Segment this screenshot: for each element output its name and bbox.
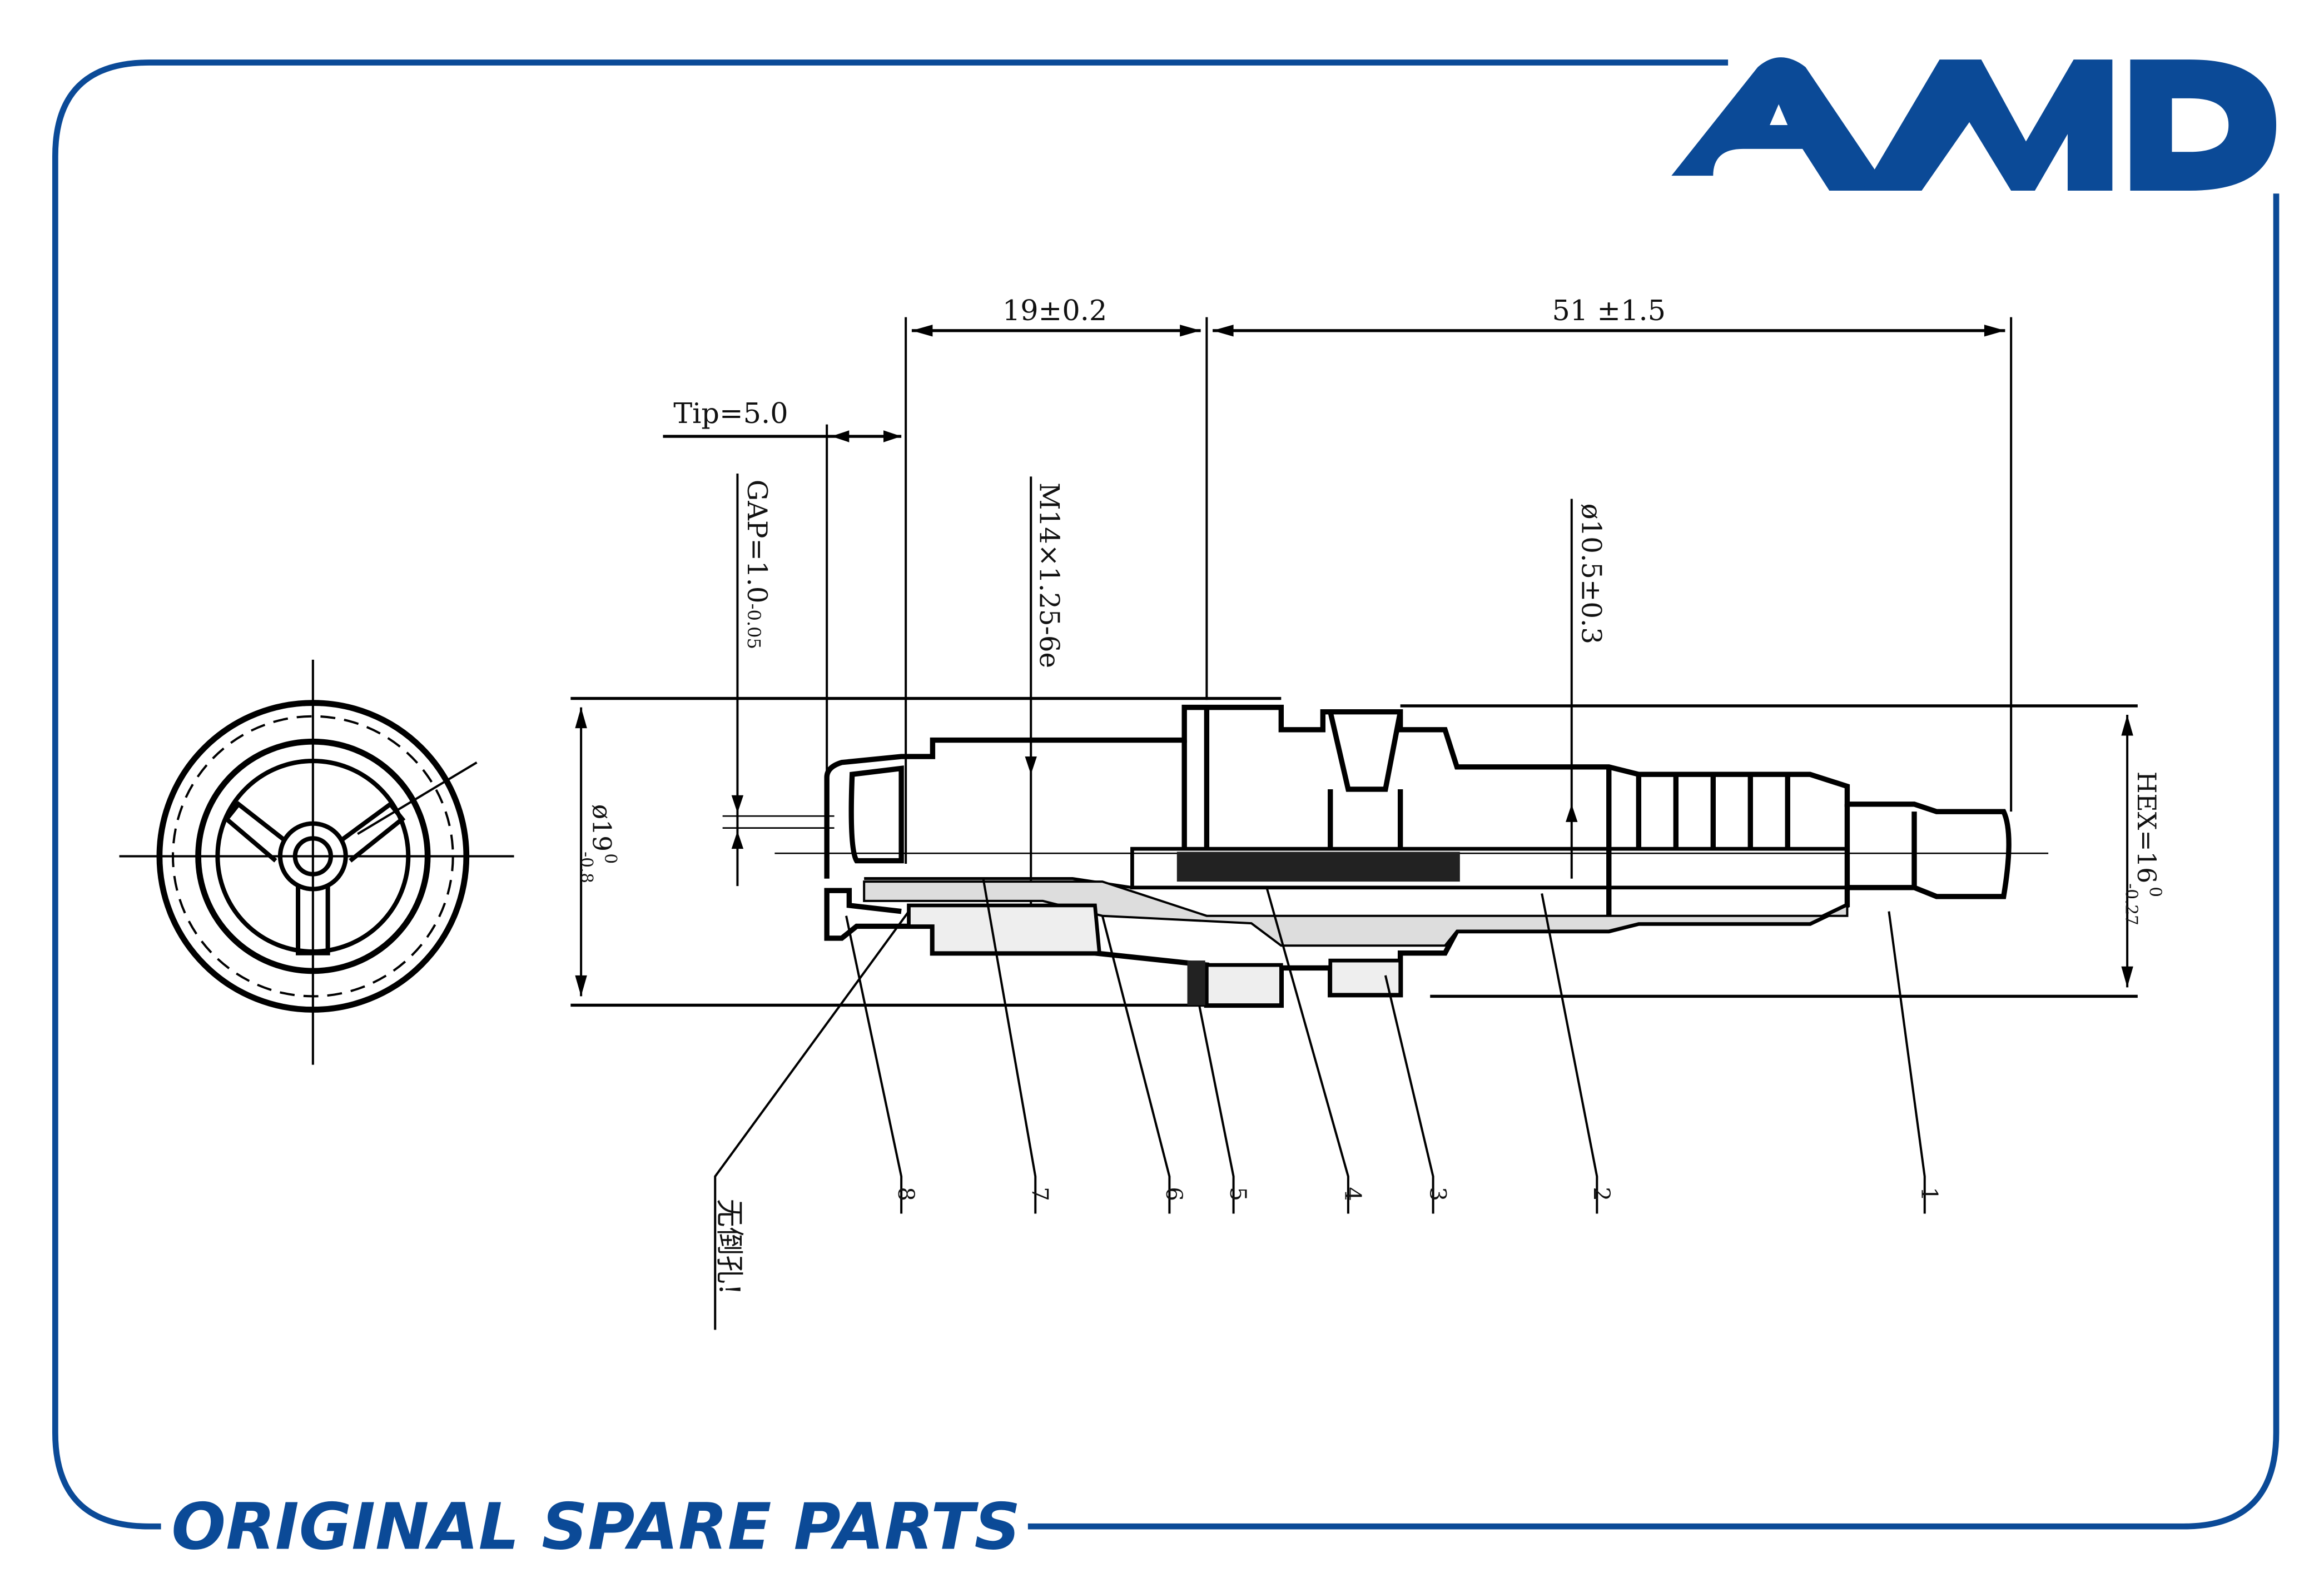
callout-2: 2 (1588, 1187, 1614, 1201)
dim-thread: M14×1.25-6e (1033, 482, 1064, 668)
dim-gap: GAP=1.0-0.05 (741, 480, 772, 649)
callout-3: 3 (1424, 1187, 1450, 1201)
callout-leaders (714, 878, 1926, 1330)
dimension-lines (570, 317, 2138, 1007)
dim-51: 51 ±1.5 (1552, 295, 1666, 327)
callout-1: 1 (1916, 1187, 1941, 1201)
callout-7: 7 (1027, 1187, 1052, 1201)
callout-5: 5 (1225, 1187, 1250, 1201)
frame-border (52, 59, 2280, 1530)
callout-8: 8 (893, 1187, 918, 1201)
note-no-chamfer-hole: 无倒孔! (712, 1199, 745, 1295)
callout-6: 6 (1161, 1187, 1186, 1201)
arrowheads (575, 325, 2133, 997)
dim-insulator-diameter: ø10.5±0.3 (1576, 504, 1607, 644)
amd-logo (1671, 57, 2277, 191)
footer-slogan: ORIGINAL SPARE PARTS (171, 1490, 1020, 1564)
dim-19: 19±0.2 (1002, 295, 1107, 327)
dim-tip: Tip=5.0 (673, 397, 788, 430)
end-view (119, 659, 514, 1065)
insulator-hatching (863, 852, 1849, 1007)
callout-4: 4 (1340, 1187, 1365, 1201)
